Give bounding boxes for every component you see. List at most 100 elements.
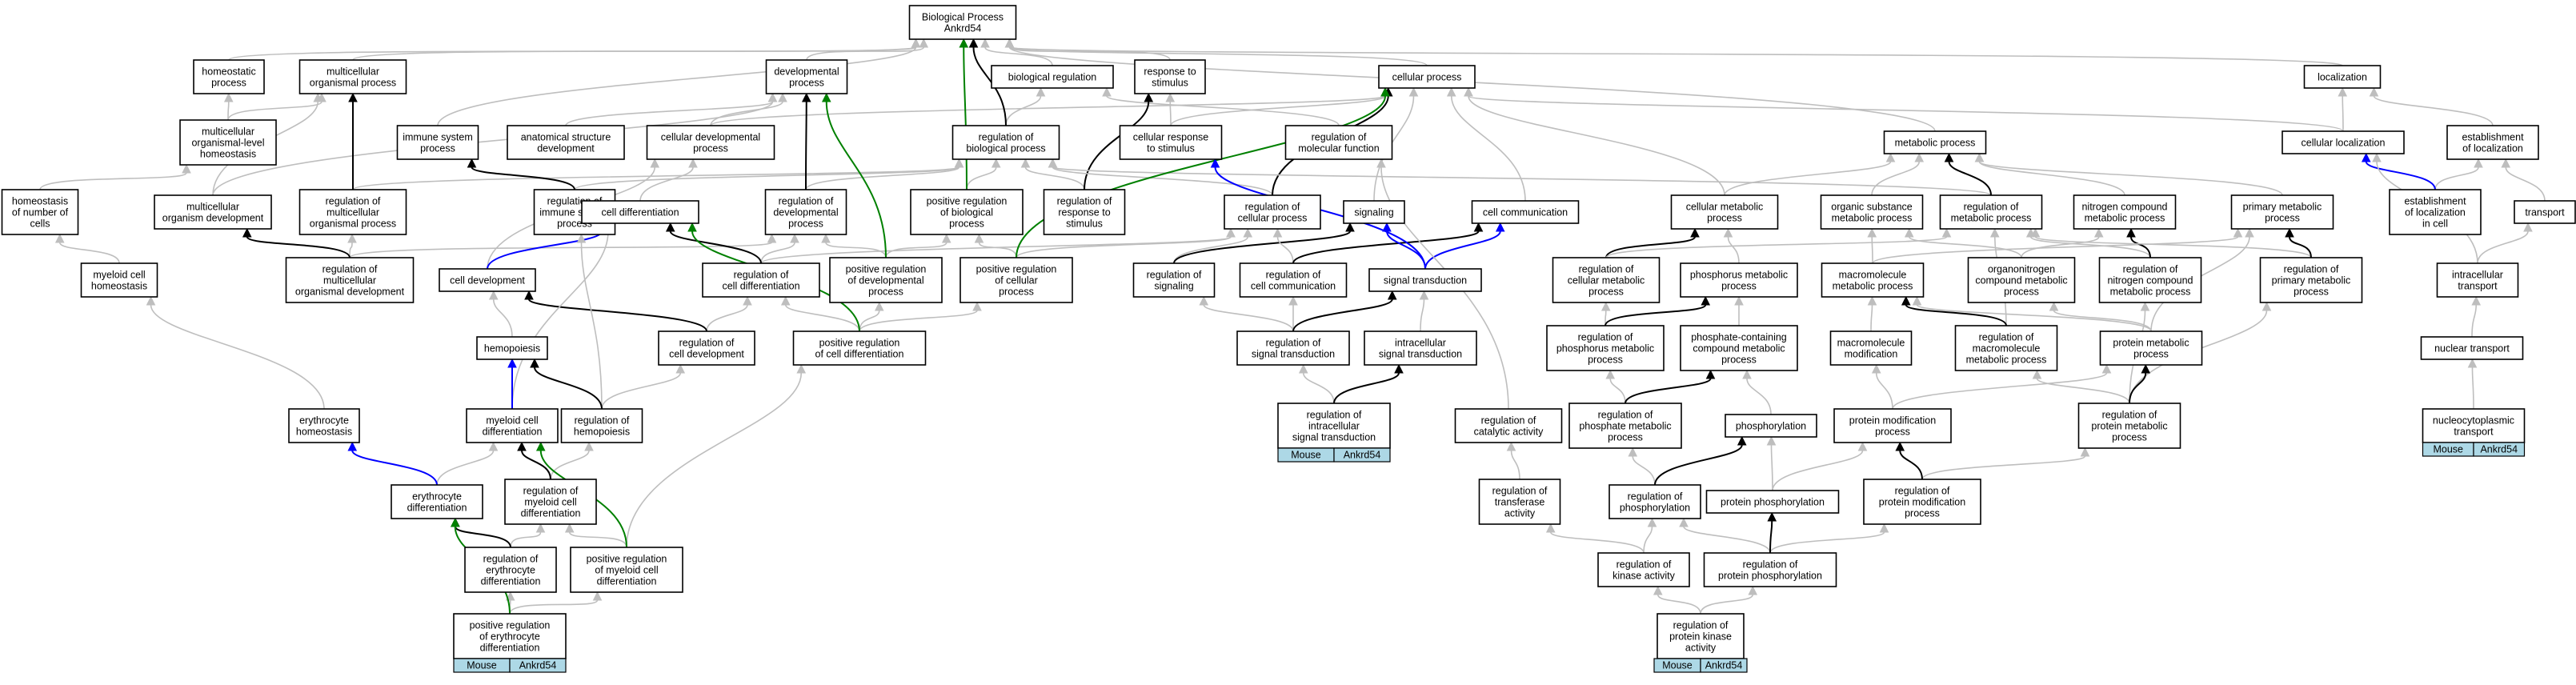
- edge-is-a-estabcell-to-establoc: [2434, 158, 2483, 190]
- go-term-node-hemopoiesis[interactable]: hemopoiesis: [476, 336, 548, 360]
- go-term-node-metab[interactable]: metabolic process: [1883, 130, 1987, 154]
- go-term-node-signaling[interactable]: signaling: [1343, 200, 1405, 224]
- arrowhead: [959, 38, 969, 48]
- edge-regulates-regprotmet-to-protmetab: [2129, 363, 2151, 404]
- go-term-node-celldev[interactable]: cell development: [439, 268, 536, 292]
- arrowhead: [2080, 447, 2090, 457]
- go-term-node-transport[interactable]: transport: [2514, 200, 2576, 224]
- go-term-node-protphos[interactable]: protein phosphorylation: [1705, 490, 1840, 514]
- go-term-node-nucltrans[interactable]: nuclear transport: [2420, 336, 2524, 360]
- go-term-node-cellproc[interactable]: cellular process: [1378, 65, 1476, 89]
- go-term-node-bioreg[interactable]: biological regulation: [991, 65, 1114, 89]
- go-term-node-celldiff[interactable]: cell differentiation: [581, 200, 699, 224]
- node-box: [2422, 408, 2526, 443]
- go-term-node-cellloc[interactable]: cellular localization: [2282, 130, 2405, 154]
- node-box: [439, 268, 536, 292]
- go-term-node-phosphorylation[interactable]: phosphorylation: [1725, 414, 1817, 438]
- edge-is-a-cellcomm-to-cellproc: [1446, 86, 1526, 202]
- node-label: nuclear transport: [2434, 343, 2510, 355]
- node-box: [1236, 330, 1350, 366]
- node-label-line: intracellular: [1395, 338, 1446, 349]
- go-term-node-sigtrans[interactable]: signal transduction: [1368, 268, 1482, 292]
- edge-line: [972, 46, 1007, 126]
- edge-line: [963, 46, 968, 190]
- go-term-node-localization[interactable]: localization: [2303, 65, 2382, 89]
- node-label-line: hemopoiesis: [574, 427, 630, 438]
- go-term-node-cellcomm[interactable]: cell communication: [1471, 200, 1580, 224]
